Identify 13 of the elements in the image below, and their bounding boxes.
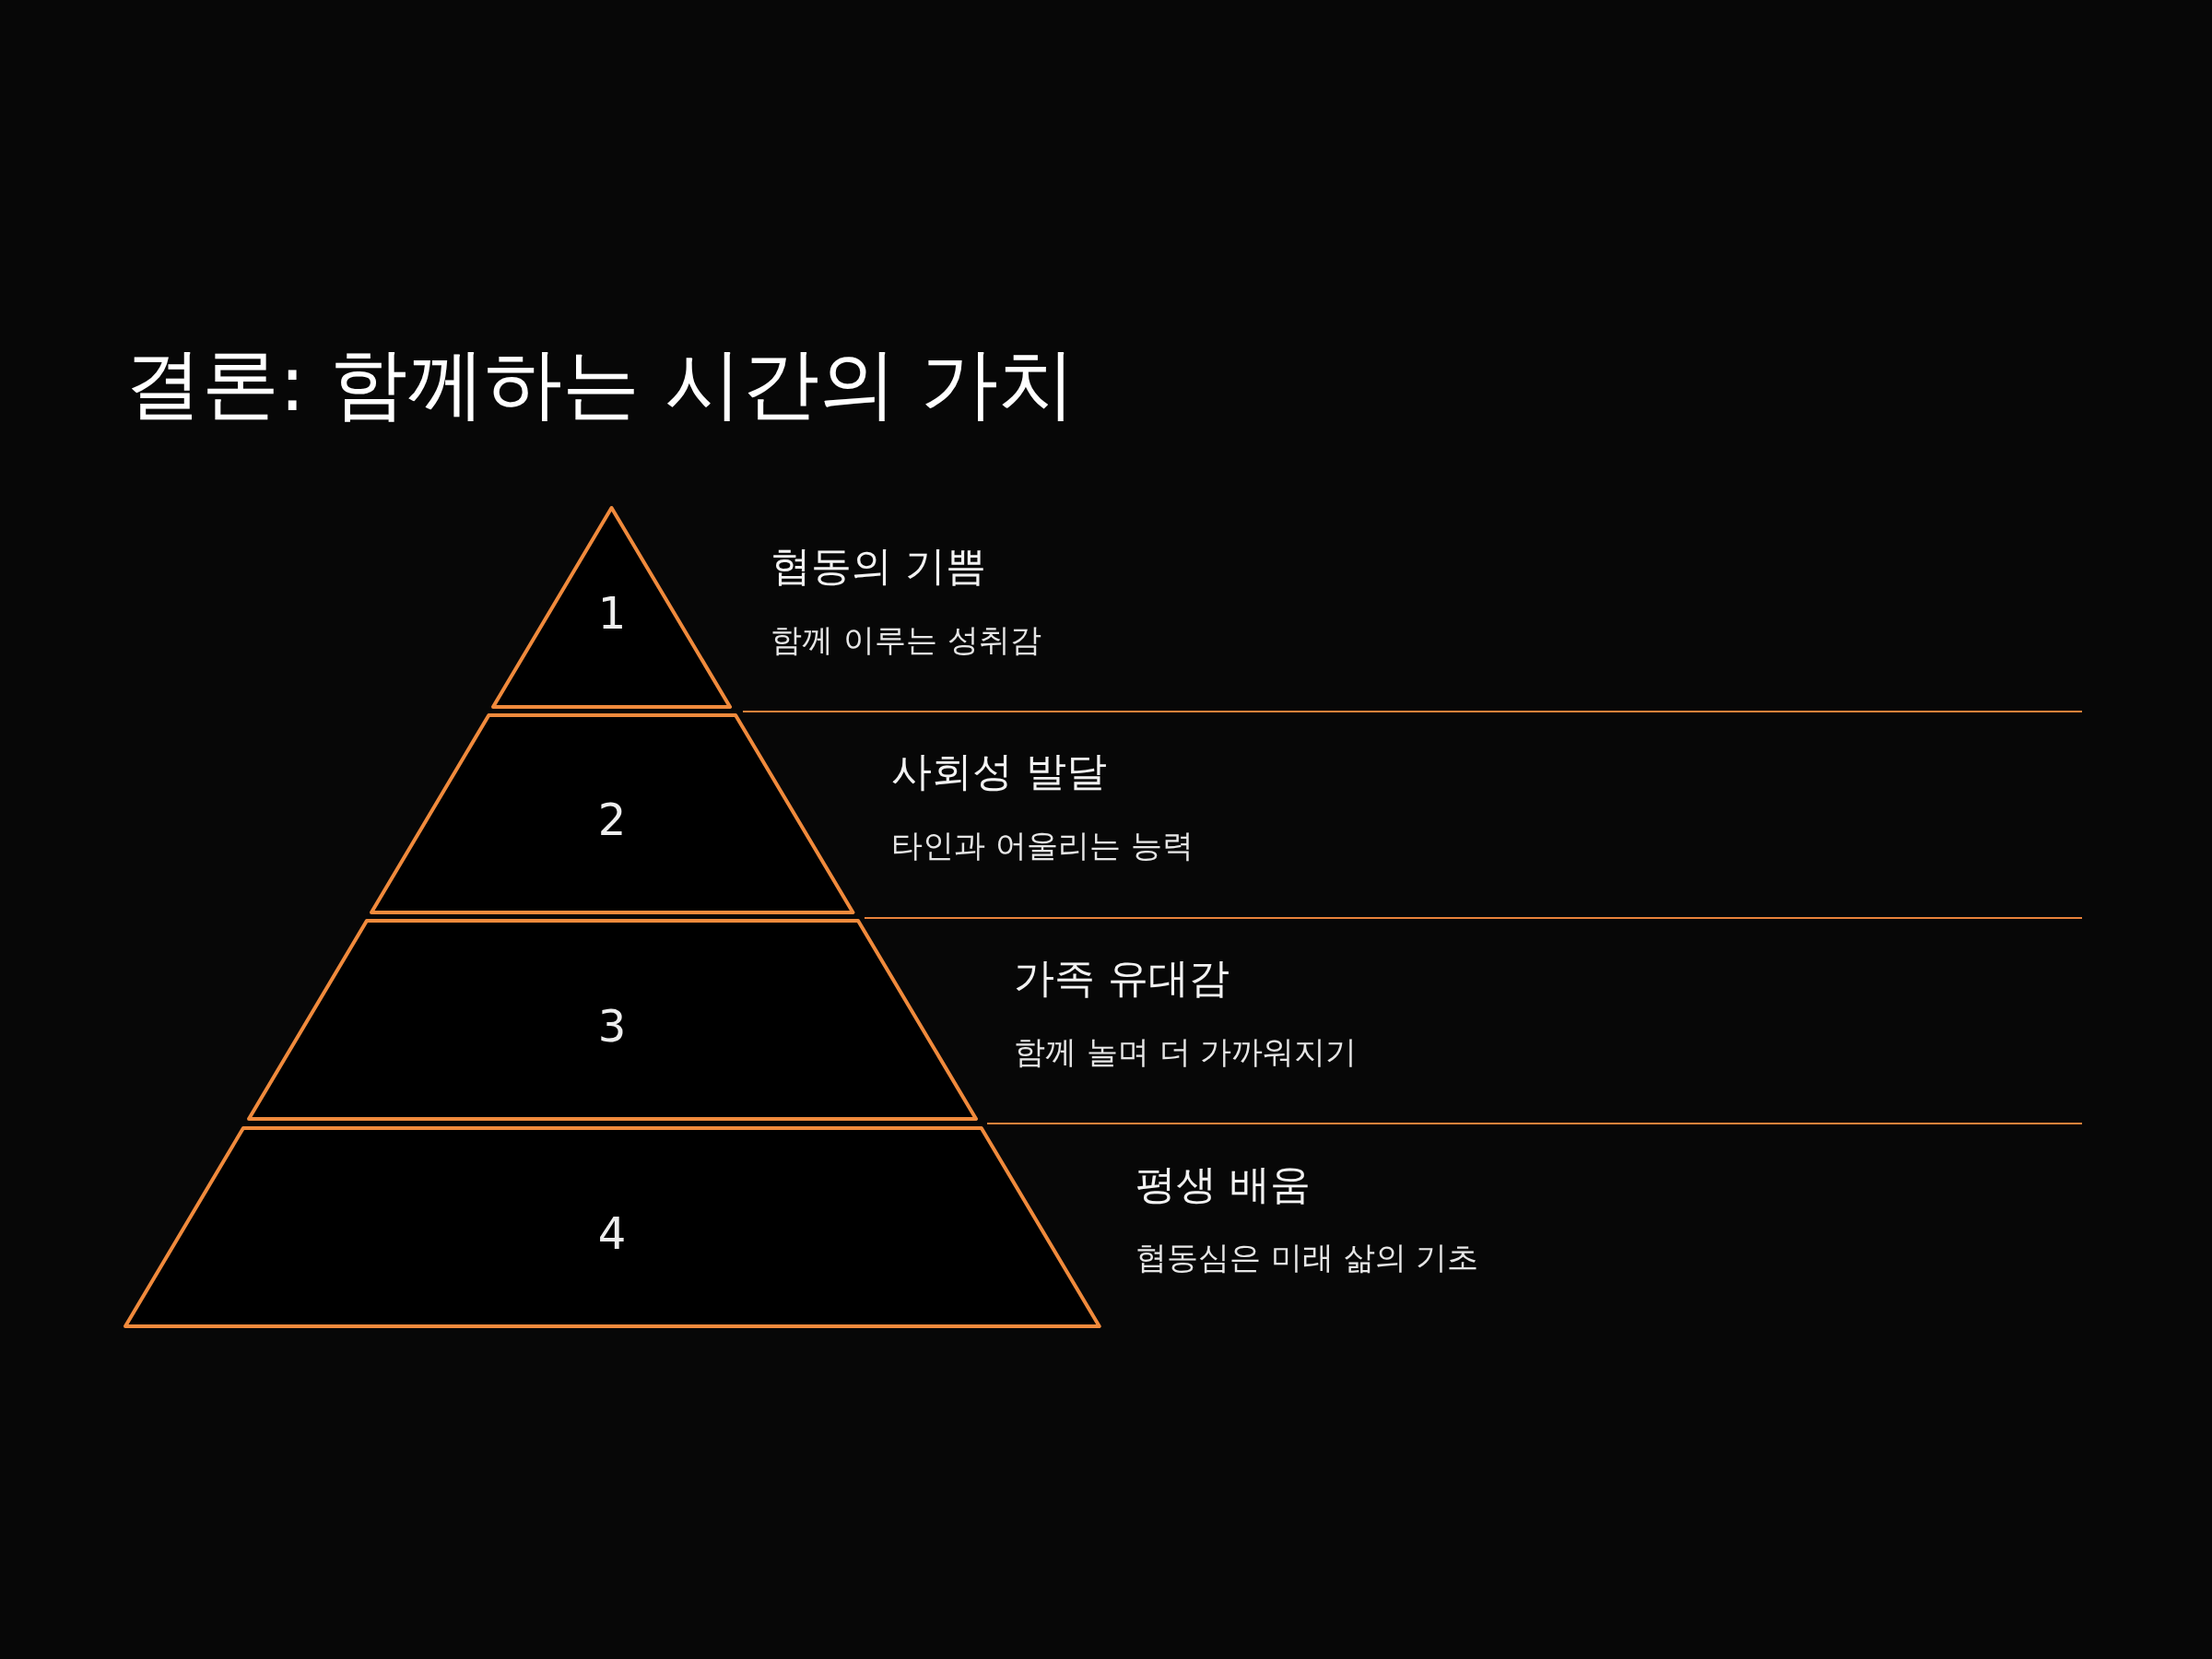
level-heading: 평생 배움 (1135, 1159, 1311, 1209)
level-number: 4 (597, 1206, 627, 1259)
level-heading: 협동의 기쁨 (771, 541, 986, 591)
level-description: 함께 놀며 더 가까워지기 (1014, 1032, 1358, 1072)
slide-title: 결론: 함께하는 시간의 가치 (124, 337, 1077, 430)
level-description: 협동심은 미래 삶의 기초 (1135, 1238, 1479, 1277)
level-number: 1 (597, 586, 627, 639)
level-heading: 가족 유대감 (1014, 953, 1230, 1003)
level-number: 2 (597, 793, 627, 845)
level-description: 함께 이루는 성취감 (771, 620, 1041, 660)
level-description: 타인과 어울리는 능력 (891, 826, 1194, 865)
level-number: 3 (597, 999, 627, 1052)
level-heading: 사회성 발달 (891, 747, 1107, 796)
